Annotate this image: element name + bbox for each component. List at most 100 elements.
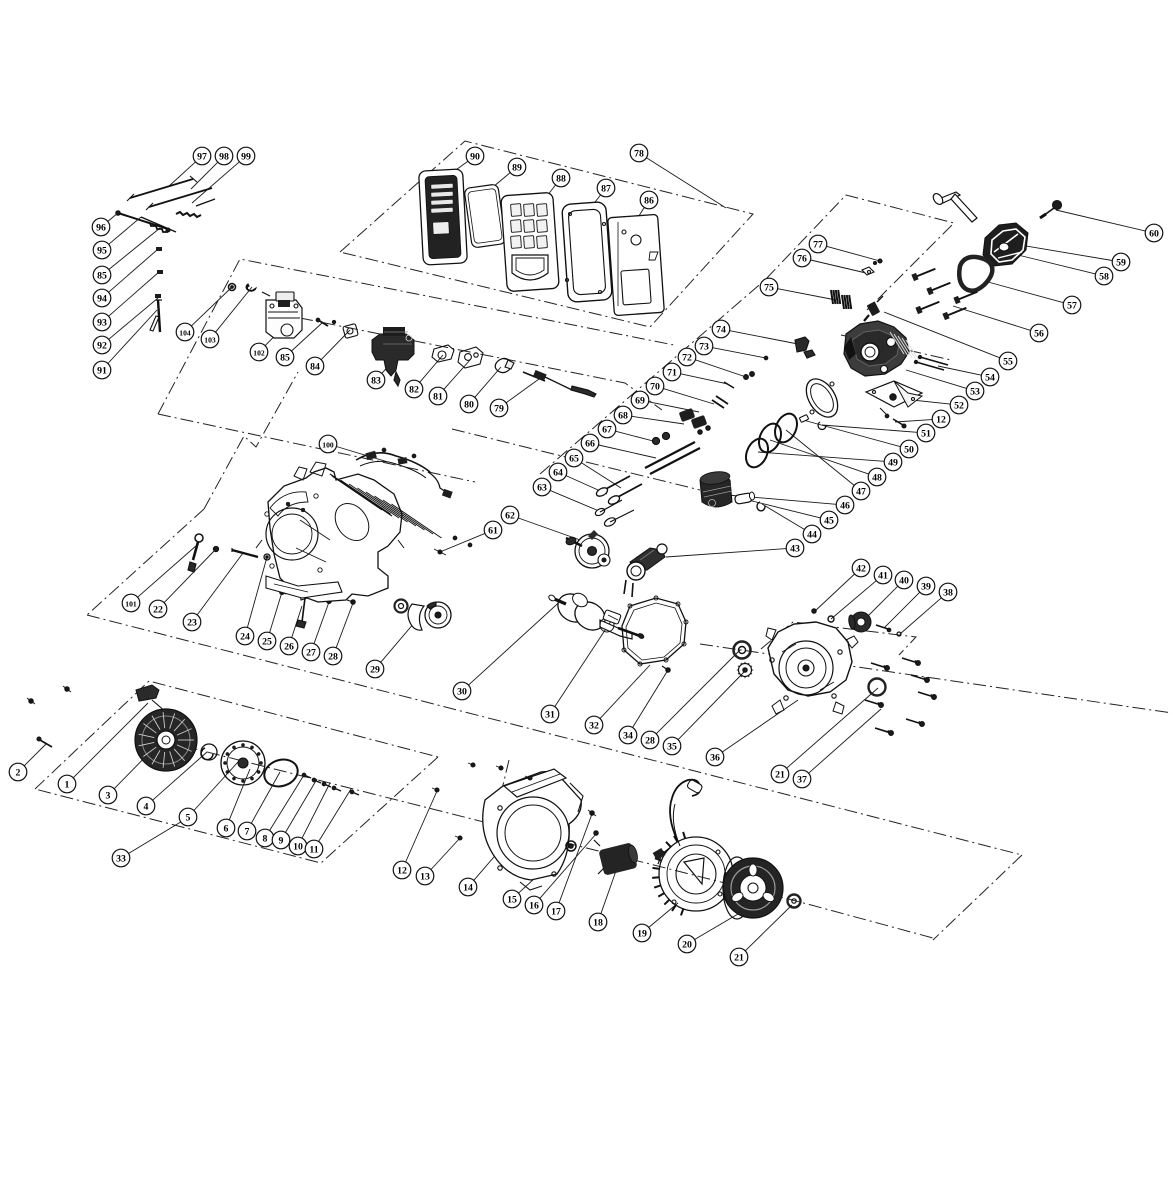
svg-text:60: 60 <box>1149 228 1159 239</box>
svg-text:27: 27 <box>306 647 316 658</box>
svg-text:57: 57 <box>1067 300 1077 311</box>
svg-text:92: 92 <box>97 340 107 351</box>
svg-text:73: 73 <box>699 341 709 352</box>
svg-text:81: 81 <box>433 391 443 402</box>
svg-text:2: 2 <box>16 767 21 778</box>
svg-text:61: 61 <box>488 525 498 536</box>
svg-text:6: 6 <box>224 823 229 834</box>
svg-text:82: 82 <box>409 384 419 395</box>
svg-text:103: 103 <box>204 335 216 344</box>
svg-text:19: 19 <box>637 928 647 939</box>
svg-text:93: 93 <box>97 317 107 328</box>
svg-text:58: 58 <box>1099 271 1109 282</box>
svg-text:20: 20 <box>682 939 692 950</box>
svg-text:5: 5 <box>186 812 191 823</box>
svg-text:11: 11 <box>309 844 318 855</box>
svg-text:39: 39 <box>921 581 931 592</box>
svg-text:3: 3 <box>106 790 111 801</box>
svg-text:9: 9 <box>279 835 284 846</box>
svg-text:14: 14 <box>463 882 473 893</box>
svg-text:74: 74 <box>716 324 726 335</box>
svg-text:29: 29 <box>370 664 380 675</box>
svg-text:17: 17 <box>551 906 561 917</box>
svg-text:25: 25 <box>262 636 272 647</box>
svg-text:80: 80 <box>464 399 474 410</box>
svg-text:89: 89 <box>512 162 522 173</box>
svg-text:50: 50 <box>904 444 914 455</box>
svg-text:49: 49 <box>888 457 898 468</box>
svg-text:78: 78 <box>634 148 644 159</box>
svg-text:102: 102 <box>253 348 265 357</box>
svg-text:62: 62 <box>505 510 515 521</box>
svg-text:79: 79 <box>494 403 504 414</box>
svg-text:1: 1 <box>65 779 70 790</box>
svg-text:104: 104 <box>179 328 191 337</box>
svg-text:12: 12 <box>936 414 946 425</box>
svg-text:45: 45 <box>824 515 834 526</box>
svg-text:76: 76 <box>797 253 807 264</box>
svg-text:97: 97 <box>197 151 207 162</box>
svg-text:10: 10 <box>293 841 303 852</box>
svg-text:28: 28 <box>328 651 338 662</box>
svg-text:99: 99 <box>241 151 251 162</box>
svg-text:56: 56 <box>1034 328 1044 339</box>
svg-text:87: 87 <box>601 183 611 194</box>
svg-text:85: 85 <box>97 270 107 281</box>
svg-text:36: 36 <box>710 752 720 763</box>
svg-text:55: 55 <box>1003 356 1013 367</box>
svg-text:91: 91 <box>97 365 107 376</box>
svg-text:68: 68 <box>618 410 628 421</box>
svg-text:53: 53 <box>970 386 980 397</box>
svg-text:100: 100 <box>322 440 334 449</box>
svg-text:83: 83 <box>371 375 381 386</box>
svg-text:12: 12 <box>397 865 407 876</box>
svg-text:26: 26 <box>284 641 294 652</box>
svg-text:95: 95 <box>97 245 107 256</box>
svg-text:8: 8 <box>263 833 268 844</box>
svg-text:69: 69 <box>635 395 645 406</box>
svg-text:77: 77 <box>813 239 823 250</box>
svg-text:43: 43 <box>790 543 800 554</box>
svg-text:63: 63 <box>537 482 547 493</box>
svg-text:41: 41 <box>878 570 888 581</box>
svg-text:40: 40 <box>899 575 909 586</box>
svg-text:24: 24 <box>240 631 250 642</box>
svg-text:86: 86 <box>644 195 654 206</box>
svg-text:59: 59 <box>1116 257 1126 268</box>
svg-text:67: 67 <box>602 424 612 435</box>
svg-text:15: 15 <box>507 894 517 905</box>
svg-text:101: 101 <box>125 599 137 608</box>
svg-text:7: 7 <box>245 826 250 837</box>
svg-text:33: 33 <box>116 853 126 864</box>
svg-text:21: 21 <box>775 769 785 780</box>
svg-text:65: 65 <box>569 453 579 464</box>
svg-text:46: 46 <box>840 500 850 511</box>
svg-text:72: 72 <box>682 352 692 363</box>
svg-text:34: 34 <box>623 730 633 741</box>
svg-text:32: 32 <box>589 720 599 731</box>
svg-text:51: 51 <box>921 428 931 439</box>
svg-text:75: 75 <box>764 282 774 293</box>
svg-text:30: 30 <box>457 686 467 697</box>
svg-text:16: 16 <box>529 900 539 911</box>
svg-text:94: 94 <box>97 293 107 304</box>
svg-text:52: 52 <box>954 400 964 411</box>
svg-text:23: 23 <box>187 617 197 628</box>
svg-text:90: 90 <box>470 151 480 162</box>
svg-text:64: 64 <box>553 467 563 478</box>
svg-text:13: 13 <box>420 871 430 882</box>
svg-text:4: 4 <box>144 801 149 812</box>
svg-text:31: 31 <box>545 709 555 720</box>
svg-text:21: 21 <box>734 952 744 963</box>
svg-text:28: 28 <box>645 735 655 746</box>
svg-text:85: 85 <box>280 352 290 363</box>
svg-text:47: 47 <box>856 486 866 497</box>
svg-text:71: 71 <box>667 367 677 378</box>
svg-text:88: 88 <box>556 173 566 184</box>
svg-text:38: 38 <box>943 587 953 598</box>
svg-text:96: 96 <box>96 222 106 233</box>
svg-text:70: 70 <box>650 381 660 392</box>
svg-text:66: 66 <box>585 438 595 449</box>
svg-text:48: 48 <box>872 472 882 483</box>
svg-text:22: 22 <box>153 604 163 615</box>
